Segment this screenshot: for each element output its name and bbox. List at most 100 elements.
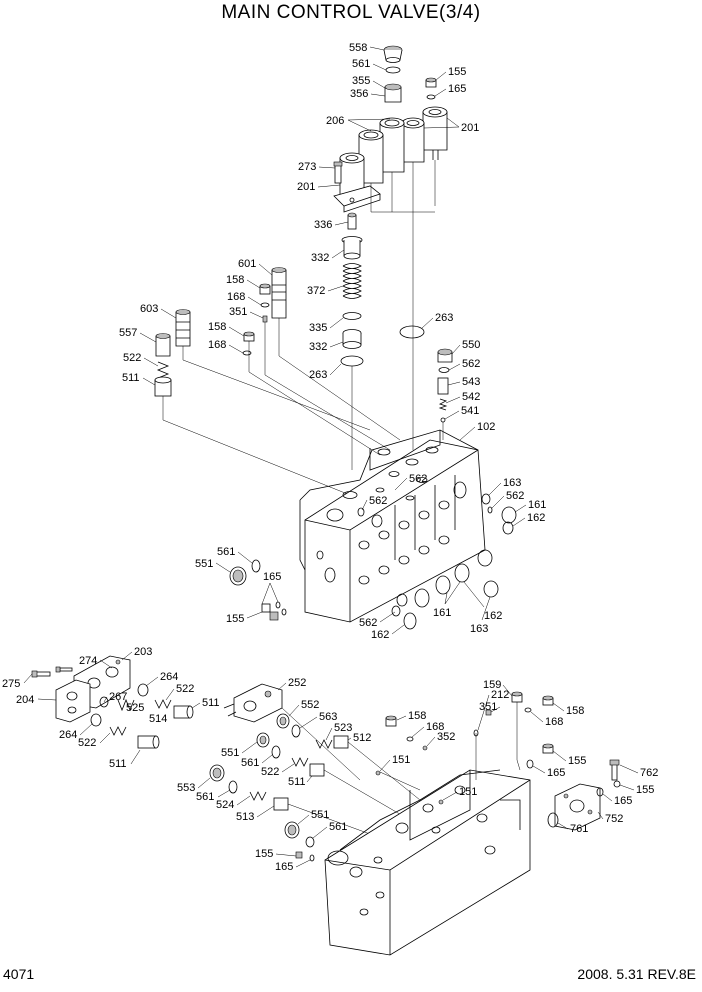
callout: 165	[275, 861, 293, 873]
callout: 155	[448, 66, 466, 78]
callout: 162	[527, 512, 545, 524]
oring-161-b1	[454, 563, 470, 583]
callout: 511	[288, 776, 306, 788]
oring-162-c	[483, 580, 499, 598]
valve-557	[155, 333, 171, 357]
callout: 541	[461, 405, 479, 417]
oring-165-b2	[281, 608, 287, 616]
callout: 522	[123, 352, 141, 364]
oring-168-a	[260, 302, 270, 308]
spool-543	[437, 377, 449, 395]
callout: 752	[605, 813, 623, 825]
oring-561-d	[228, 780, 238, 794]
callout: 522	[261, 766, 279, 778]
oring-562-e	[396, 593, 408, 607]
main-valve-block-102	[299, 429, 486, 623]
spring-522-a	[156, 361, 170, 379]
callout: 562	[369, 495, 387, 507]
poppet-511-d	[309, 763, 325, 777]
oring-562-b	[357, 507, 365, 517]
callout: 335	[309, 322, 327, 334]
callout: 332	[309, 341, 327, 353]
callout: 522	[176, 683, 194, 695]
oring-562-f	[391, 605, 401, 617]
callout: 206	[326, 115, 344, 127]
callout: 161	[433, 607, 451, 619]
callout: 355	[352, 75, 370, 87]
callout: 162	[484, 610, 502, 622]
oring-165-top	[426, 94, 436, 100]
callout: 513	[236, 811, 254, 823]
callout: 168	[208, 339, 226, 351]
spring-523	[315, 739, 333, 749]
plug-155-b	[261, 603, 279, 621]
plug-351-a	[262, 315, 268, 323]
oring-161-b2	[435, 575, 451, 595]
callout: 151	[459, 786, 477, 798]
callout: 151	[392, 754, 410, 766]
poppet-514	[173, 705, 194, 719]
spring-525	[117, 698, 135, 712]
callout: 761	[570, 823, 588, 835]
oring-161-b3	[414, 588, 430, 608]
spring-372	[342, 263, 362, 299]
callout: 372	[307, 285, 325, 297]
callout: 252	[288, 677, 306, 689]
plug-158-b	[243, 331, 255, 342]
callout: 155	[636, 784, 654, 796]
oring-163-a	[481, 493, 491, 505]
plug-351-b	[485, 709, 492, 716]
poppet-511-a	[154, 376, 172, 397]
oring-263-left	[340, 355, 364, 367]
callout: 562	[359, 617, 377, 629]
bolt-274	[55, 666, 73, 673]
spring-522-b	[154, 699, 172, 709]
spring-524	[249, 791, 267, 801]
callout: 158	[208, 321, 226, 333]
oring-561-b	[251, 559, 261, 573]
plug-550	[437, 348, 453, 363]
oring-155-e	[613, 780, 621, 788]
callout: 522	[78, 737, 96, 749]
callout: 203	[134, 646, 152, 658]
oring-267	[99, 696, 109, 708]
solenoid-base-plate	[333, 185, 381, 213]
callout: 155	[568, 755, 586, 767]
callout: 351	[229, 306, 247, 318]
housing-252	[223, 683, 283, 723]
callout: 102	[477, 421, 495, 433]
cover-204	[55, 679, 91, 723]
callout: 168	[545, 716, 563, 728]
callout: 273	[298, 161, 316, 173]
callout: 563	[319, 711, 337, 723]
callout: 168	[227, 291, 245, 303]
oring-761	[547, 812, 559, 828]
callout: 561	[196, 791, 214, 803]
spring-seat-332-top	[341, 236, 363, 260]
plug-151-a	[375, 770, 381, 776]
callout: 542	[462, 391, 480, 403]
callout: 267	[109, 691, 127, 703]
callout: 557	[119, 327, 137, 339]
callout: 264	[160, 671, 178, 683]
callout: 165	[547, 767, 565, 779]
callout: 552	[301, 699, 319, 711]
relief-valve-601	[271, 267, 287, 319]
oring-561-e	[305, 836, 315, 848]
callout: 558	[349, 42, 367, 54]
callout: 511	[202, 697, 220, 709]
callout: 212	[491, 689, 509, 701]
plug-158-c	[385, 715, 397, 727]
bolt-275	[31, 670, 51, 678]
plug-155-c	[295, 851, 303, 859]
oring-168-c	[406, 736, 414, 742]
callout: 351	[479, 701, 497, 713]
callout: 158	[408, 710, 426, 722]
oring-562-d	[487, 506, 493, 514]
callout: 201	[297, 181, 315, 193]
oring-165-d	[526, 759, 534, 769]
callout: 561	[352, 58, 370, 70]
callout: 525	[126, 702, 144, 714]
